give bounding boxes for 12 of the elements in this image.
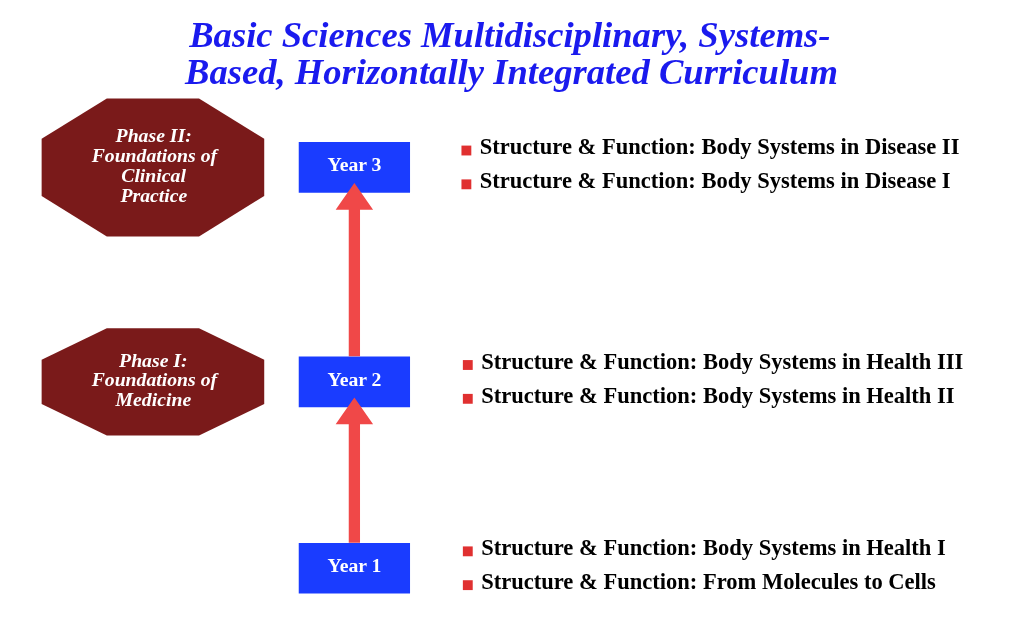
diagram-title: Basic Sciences Multidisciplinary, Systems-Based, Horizontally Integrated Curriculum <box>184 14 838 93</box>
node-label: Structure & Function: Body Systems in Health III <box>480 348 963 374</box>
node-label: Structure & Function: Body Systems in Health II <box>480 382 955 408</box>
node-label: Structure & Function: From Molecules to Cells <box>480 569 936 595</box>
node-box: Year 1 <box>298 542 410 594</box>
arrow <box>335 397 373 543</box>
node-box: Year 2 <box>298 356 410 408</box>
node-box: Year 3 <box>298 142 410 193</box>
arrow <box>335 183 373 357</box>
node-label: Structure & Function: Body Systems in Disease II <box>479 134 959 160</box>
node-label: Structure & Function: Body Systems in Health I <box>480 535 946 561</box>
node-label: Structure & Function: Body Systems in Disease I <box>479 168 951 194</box>
